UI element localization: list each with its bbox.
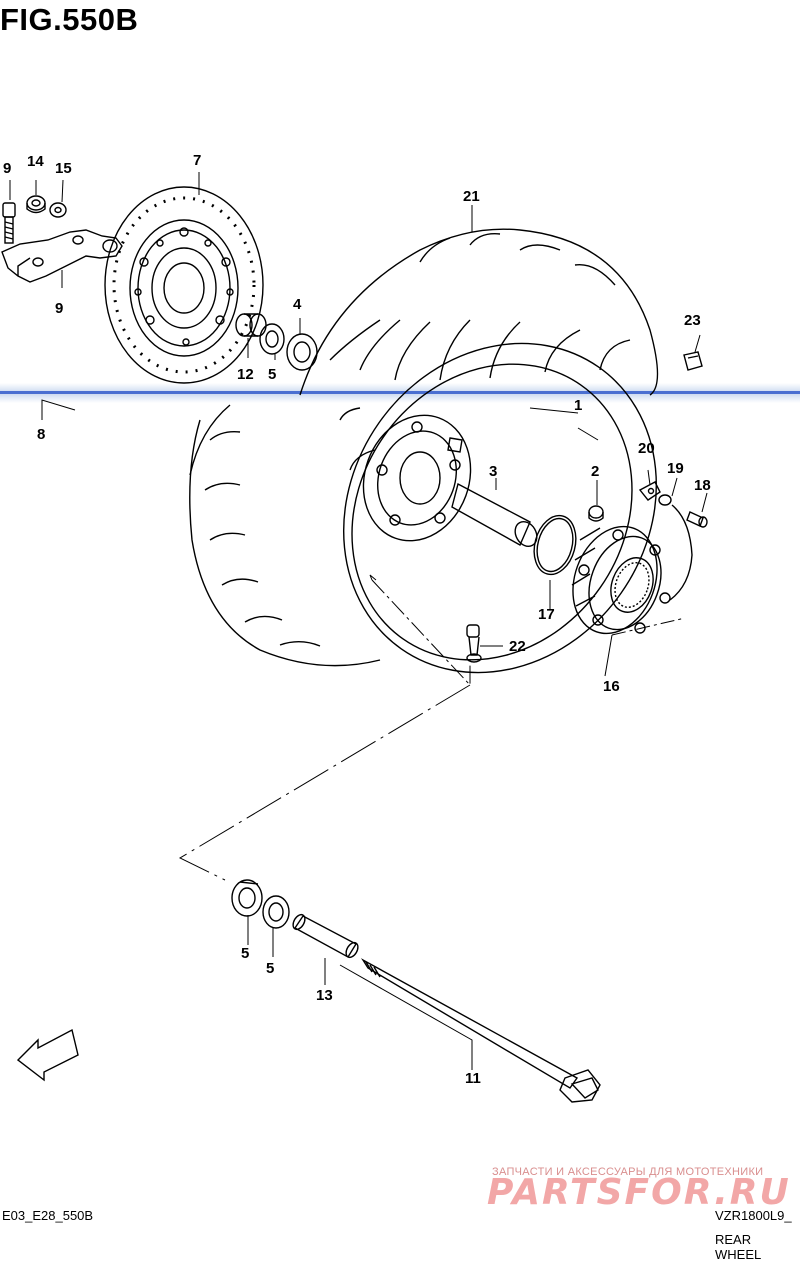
part-collar-3 (451, 482, 538, 548)
callout-3: 3 (489, 463, 498, 480)
callout-23: 23 (684, 312, 701, 329)
watermark-logo: PARTSFOR.RU (487, 1172, 791, 1213)
callout-17: 17 (538, 606, 555, 623)
callout-10: 9 (3, 160, 12, 177)
footer-diagram-code: E03_E28_550B (2, 1208, 94, 1223)
part-bearing-5b (262, 895, 290, 929)
part-valve-22 (466, 624, 482, 663)
callout-18: 18 (694, 477, 711, 494)
part-damper-2 (588, 505, 604, 522)
callout-15: 15 (55, 160, 72, 177)
part-nut-14 (26, 195, 46, 214)
scan-artifact-line (0, 391, 800, 394)
callout-11: 11 (465, 1070, 481, 1087)
callout-1: 1 (574, 397, 583, 414)
part-bolt-10 (2, 202, 16, 244)
callout-20: 20 (638, 440, 655, 457)
part-brake-disc-7 (104, 186, 264, 384)
part-spacer-12 (235, 313, 267, 337)
callout-19: 19 (667, 460, 684, 477)
part-sprocket-mounting-drum-16 (571, 525, 671, 635)
callout-12: 12 (237, 366, 254, 383)
part-washer-15 (49, 202, 67, 218)
callout-9: 9 (55, 300, 64, 317)
footer-model-code: VZR1800L9_ (715, 1208, 792, 1223)
callout-7: 7 (193, 152, 202, 169)
watermark-subtitle: ЗАПЧАСТИ И АКСЕССУАРЫ ДЛЯ МОТОТЕХНИКИ (492, 1166, 764, 1178)
callout-5b: 5 (266, 960, 275, 977)
callout-16: 16 (603, 678, 620, 695)
callout-13: 13 (316, 987, 333, 1004)
callout-5a: 5 (241, 945, 250, 962)
figure-title: FIG.550B (0, 2, 139, 37)
callout-14: 14 (27, 153, 44, 170)
callout-8: 8 (37, 426, 46, 443)
part-tire-21 (189, 228, 659, 667)
footer-section-name: REAR WHEEL (715, 1232, 762, 1262)
callout-2: 2 (591, 463, 600, 480)
callout-21: 21 (463, 188, 480, 205)
part-bearing-4 (259, 323, 318, 371)
part-bearing-5a (231, 879, 263, 917)
part-clip-23 (683, 351, 703, 371)
callout-4: 4 (293, 296, 302, 313)
fwd-arrow-icon (16, 1028, 79, 1082)
callout-5-upper: 5 (268, 366, 277, 383)
part-clip-19 (658, 494, 693, 601)
part-bolt-18 (686, 511, 708, 528)
callout-22: 22 (509, 638, 526, 655)
part-spacer-13 (292, 913, 359, 959)
part-o-ring-17 (533, 514, 577, 576)
part-wheel-rim (339, 342, 658, 674)
leader-lines (9, 172, 708, 1070)
part-axle-11 (360, 958, 601, 1103)
